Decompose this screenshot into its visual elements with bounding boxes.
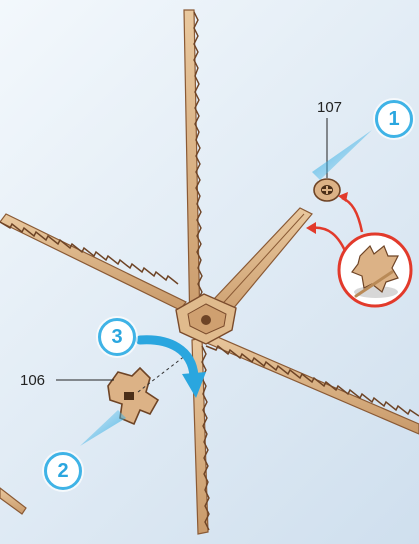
glue-spray-2 <box>80 410 126 446</box>
blade-vertical <box>184 10 209 534</box>
glue-spray-1 <box>312 130 372 180</box>
blade-tip-lower-left <box>0 488 26 514</box>
part-106-label: 106 <box>20 373 45 388</box>
part-107-washer <box>314 179 340 201</box>
blade-right <box>200 332 419 434</box>
glue-inset <box>339 234 411 306</box>
step-1-badge: 1 <box>375 100 413 138</box>
step-3-badge: 3 <box>98 318 136 356</box>
blade-left <box>0 214 186 310</box>
part-107-label: 107 <box>317 100 342 115</box>
red-arrowhead-2 <box>306 222 316 234</box>
step-2-badge: 2 <box>44 452 82 490</box>
